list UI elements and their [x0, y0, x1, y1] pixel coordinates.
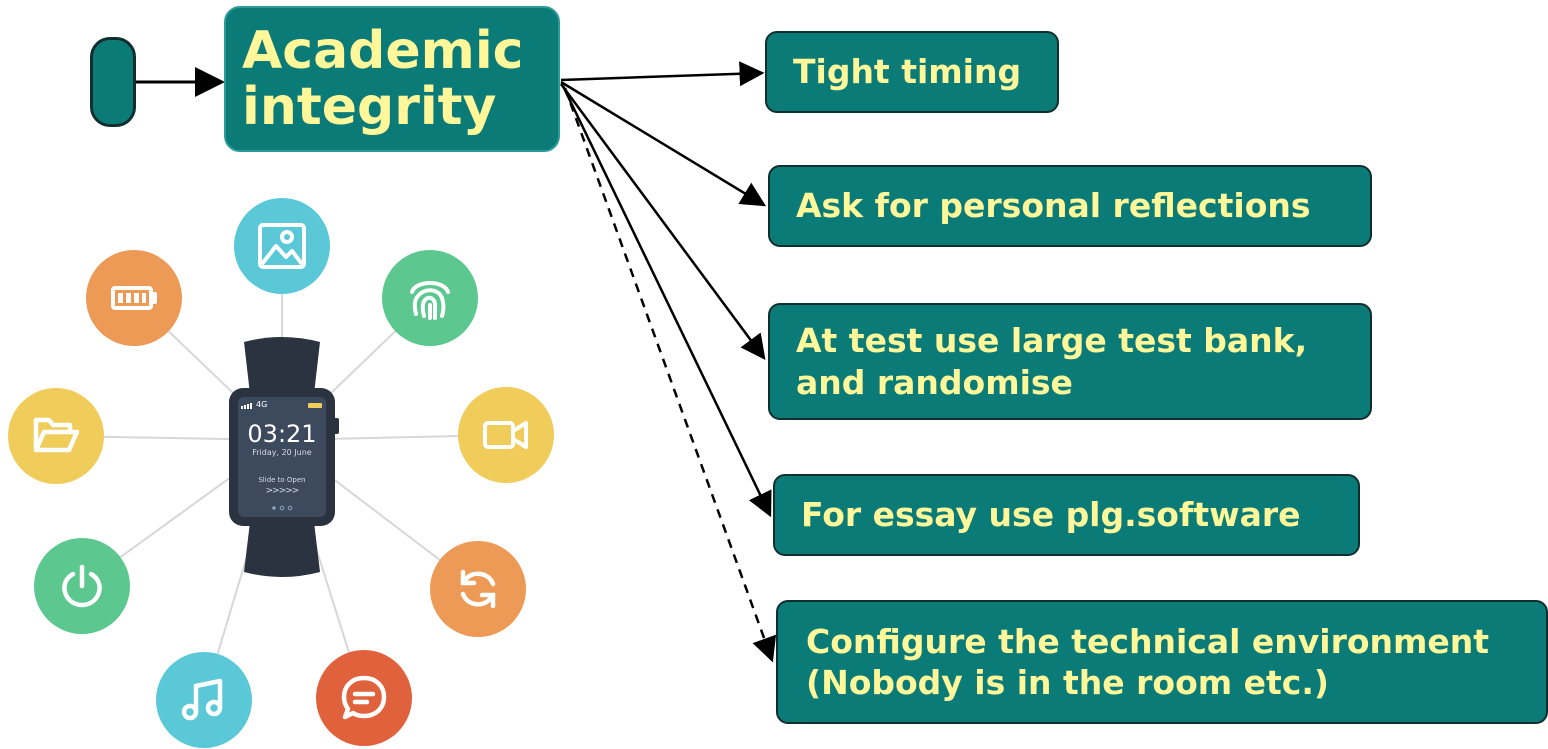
video-camera-icon [458, 387, 554, 483]
image-icon [234, 198, 330, 294]
node-1-text: Tight timing [793, 52, 1022, 92]
watch-slide-text: Slide to Open [258, 476, 306, 484]
root-node-line-2: integrity [242, 77, 497, 137]
node-technical-environment: Configure the technical environment (Nob… [776, 600, 1548, 724]
root-node: Academic integrity [224, 6, 560, 152]
watch-time: 03:21 [247, 420, 317, 448]
node-personal-reflections: Ask for personal reflections [768, 165, 1372, 247]
refresh-icon [430, 541, 526, 637]
node-4-text: For essay use plg.software [801, 495, 1301, 535]
node-5-text-line-2: (Nobody is in the room etc.) [806, 663, 1329, 702]
watch-date: Friday, 20 June [252, 448, 312, 457]
node-tight-timing: Tight timing [765, 31, 1059, 113]
node-5-text-line-1: Configure the technical environment [806, 621, 1490, 661]
link-line-5 [563, 87, 777, 663]
watch-signal-label: 4G [256, 400, 268, 409]
node-test-bank: At test use large test bank, and randomi… [768, 303, 1372, 420]
folder-icon [8, 388, 104, 484]
power-icon [34, 538, 130, 634]
link-line-1 [560, 61, 765, 87]
battery-icon [86, 250, 182, 346]
music-icon [156, 652, 252, 748]
link-line-4 [561, 85, 772, 518]
start-node [90, 37, 136, 127]
chat-icon [316, 650, 412, 746]
smartwatch-illustration: 4G 03:21 Friday, 20 June Slide to Open >… [224, 336, 340, 578]
node-3-text-line-1: At test use large test bank, [796, 321, 1308, 361]
link-line-3 [559, 83, 766, 361]
node-2-text: Ask for personal reflections [796, 186, 1311, 226]
node-essay-software: For essay use plg.software [773, 474, 1360, 556]
watch-slide-arrows: >>>>> [265, 486, 300, 496]
fingerprint-icon [382, 250, 478, 346]
root-node-line-1: Academic [242, 20, 524, 81]
node-3-text-line-2: and randomise [796, 362, 1073, 402]
link-line-2 [560, 80, 767, 207]
